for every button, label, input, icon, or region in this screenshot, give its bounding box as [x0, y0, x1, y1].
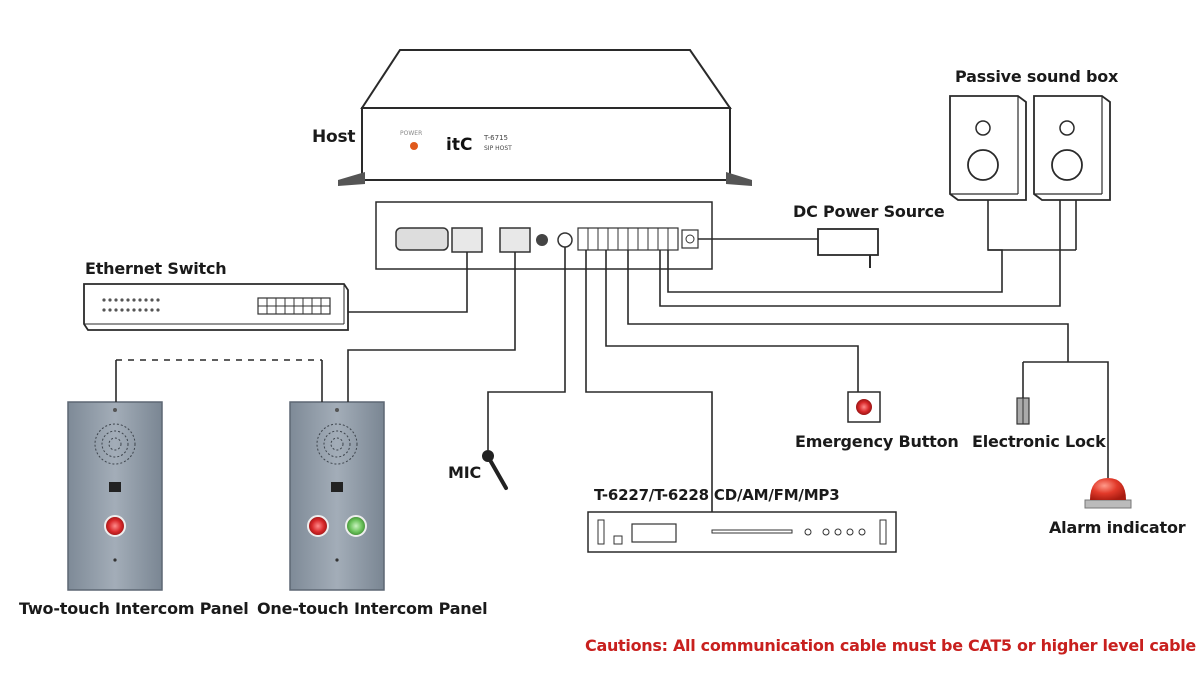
- host-rear-panel: [375, 201, 713, 270]
- serial-port-icon: [395, 227, 449, 251]
- electronic-lock-label: Electronic Lock: [972, 432, 1106, 451]
- brand-logo: itC: [446, 135, 472, 155]
- two-touch-intercom-panel: [67, 401, 163, 591]
- model-label: T-6715: [483, 134, 508, 142]
- dc-power-source-label: DC Power Source: [793, 202, 945, 221]
- caution-note: Cautions: All communication cable must b…: [585, 636, 1196, 655]
- dc-jack-icon: [681, 229, 699, 249]
- host-device: POWER itC T-6715 SIP HOST: [338, 49, 752, 186]
- ethernet-switch-label: Ethernet Switch: [85, 259, 227, 278]
- passive-sound-box-label: Passive sound box: [955, 67, 1119, 86]
- tuner-label: T-6227/T-6228 CD/AM/FM/MP3: [594, 486, 840, 504]
- alarm-indicator-label: Alarm indicator: [1049, 518, 1186, 537]
- ethernet-switch: [83, 283, 349, 331]
- emergency-button-label: Emergency Button: [795, 432, 959, 451]
- mic-jack-icon: [557, 232, 573, 248]
- electronic-lock-icon: [1016, 397, 1030, 425]
- lan-port-icon: [451, 227, 483, 253]
- one-touch-panel-label: One-touch Intercom Panel: [257, 599, 488, 618]
- one-touch-intercom-panel: [289, 401, 385, 591]
- passive-sound-box-right: [1033, 95, 1111, 201]
- two-touch-panel-label: Two-touch Intercom Panel: [19, 599, 249, 618]
- model-sub-label: SIP HOST: [484, 145, 512, 152]
- host-label: Host: [312, 127, 356, 147]
- passive-sound-box-left: [949, 95, 1027, 201]
- mic-icon: [482, 450, 508, 490]
- power-label: POWER: [400, 130, 422, 137]
- emergency-button-icon: [847, 391, 881, 423]
- mic-label: MIC: [448, 463, 482, 482]
- alarm-indicator-icon: [1084, 478, 1132, 509]
- volume-knob-icon: [536, 234, 548, 246]
- com-port-icon: [499, 227, 531, 253]
- tuner-cd-player: [587, 511, 897, 553]
- power-led-icon: [410, 142, 418, 150]
- wiring-lines: [115, 200, 1109, 512]
- dc-power-adapter: [817, 228, 879, 268]
